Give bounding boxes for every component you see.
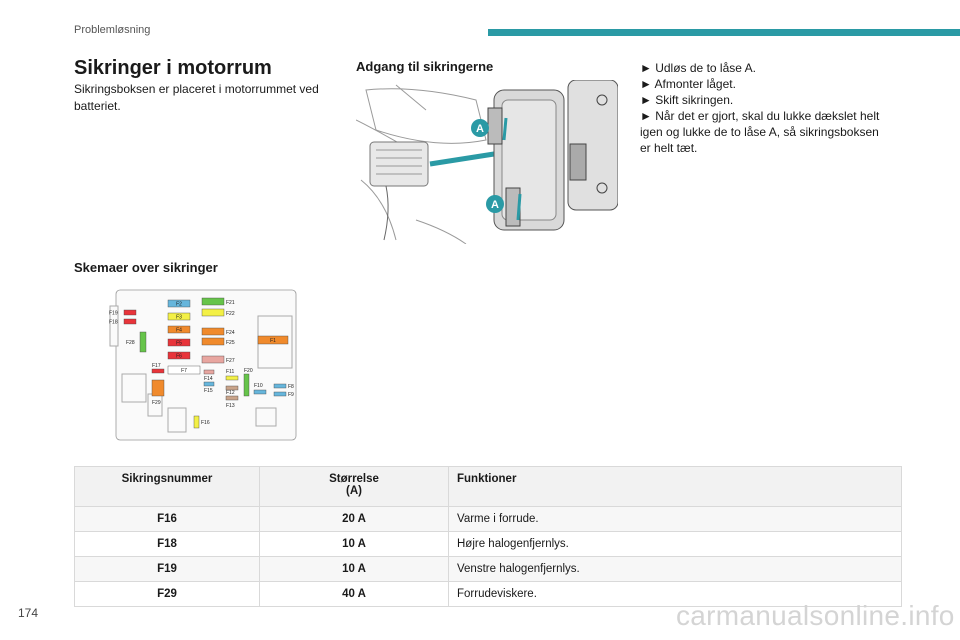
fuse-number: F18 xyxy=(74,531,260,557)
intro-text: Sikringsboksen er placeret i motorrummet… xyxy=(74,82,319,113)
fuse-F28: F28 xyxy=(126,340,135,346)
table-row: F19 10 A Venstre halogenfjernlys. xyxy=(74,556,902,582)
page-number: 174 xyxy=(18,606,39,620)
diagram-heading: Skemaer over sikringer xyxy=(74,260,218,275)
fuse-diagram: F2 F3 F4 F5 F6 F7 F21 F22 F24 F25 F27 F1… xyxy=(108,286,298,446)
fuse-F1: F1 xyxy=(270,338,276,344)
fuse-size: 20 A xyxy=(259,506,449,532)
fuse-F13: F13 xyxy=(226,403,235,409)
watermark: carmanualsonline.info xyxy=(676,600,955,631)
page-title: Sikringer i motorrum xyxy=(74,57,272,79)
fuse-size: 40 A xyxy=(259,581,449,607)
fuse-table: Sikringsnummer Størrelse (A) Funktioner … xyxy=(74,466,902,607)
fuse-number: F16 xyxy=(74,506,260,532)
table-row: F29 40 A Forrudeviskere. xyxy=(74,581,902,607)
header-accent-bar xyxy=(488,29,960,36)
col-header-size: Størrelse (A) xyxy=(259,466,449,507)
fuse-size: 10 A xyxy=(259,556,449,582)
fuse-F4: F4 xyxy=(176,328,182,334)
fuse-number: F29 xyxy=(74,581,260,607)
fusebox-illustration: A A xyxy=(355,79,619,245)
fuse-F27: F27 xyxy=(226,358,235,364)
fuse-F6: F6 xyxy=(176,354,182,360)
step-item: ► Udløs de to låse A. xyxy=(640,61,756,75)
fuse-F20: F20 xyxy=(244,368,253,374)
step-item: ► Når det er gjort, skal du lukke dæksle… xyxy=(640,109,880,155)
fuse-F29: F29 xyxy=(152,400,161,406)
fuse-F16: F16 xyxy=(201,420,210,426)
step-item: ► Afmonter låget. xyxy=(640,77,736,91)
fuse-F24: F24 xyxy=(226,330,235,336)
fuse-F21: F21 xyxy=(226,300,235,306)
fuse-F22: F22 xyxy=(226,311,235,317)
fuse-function: Forrudeviskere. xyxy=(448,581,902,607)
section-title: Problemløsning xyxy=(74,24,151,36)
fuse-F7: F7 xyxy=(181,368,187,374)
callout-a-top: A xyxy=(476,123,484,135)
fuse-F17: F17 xyxy=(152,363,161,369)
col-header-functions: Funktioner xyxy=(448,466,902,507)
fuse-F5: F5 xyxy=(176,341,182,347)
fuse-F3: F3 xyxy=(176,315,182,321)
fuse-F2: F2 xyxy=(176,302,182,308)
fuse-F11: F11 xyxy=(226,369,234,375)
fuse-F9: F9 xyxy=(288,392,294,398)
table-row: F16 20 A Varme i forrude. xyxy=(74,506,902,532)
fuse-F18: F18 xyxy=(109,320,118,326)
fuse-F19: F19 xyxy=(109,311,118,317)
col-header-fuse-number: Sikringsnummer xyxy=(74,466,260,507)
fuse-F8: F8 xyxy=(288,384,294,390)
fuse-F15: F15 xyxy=(204,388,213,394)
access-heading: Adgang til sikringerne xyxy=(356,59,494,74)
fuse-F25: F25 xyxy=(226,340,235,346)
fuse-F10: F10 xyxy=(254,383,263,389)
step-item: ► Skift sikringen. xyxy=(640,93,734,107)
fuse-function: Venstre halogenfjernlys. xyxy=(448,556,902,582)
table-row: F18 10 A Højre halogenfjernlys. xyxy=(74,531,902,557)
fuse-size: 10 A xyxy=(259,531,449,557)
callout-a-bottom: A xyxy=(491,199,499,211)
fuse-function: Højre halogenfjernlys. xyxy=(448,531,902,557)
fuse-function: Varme i forrude. xyxy=(448,506,902,532)
fuse-number: F19 xyxy=(74,556,260,582)
fuse-F14: F14 xyxy=(204,376,213,382)
instruction-steps: ► Udløs de to låse A. ► Afmonter låget. … xyxy=(640,60,890,156)
fuse-F12: F12 xyxy=(226,390,235,396)
